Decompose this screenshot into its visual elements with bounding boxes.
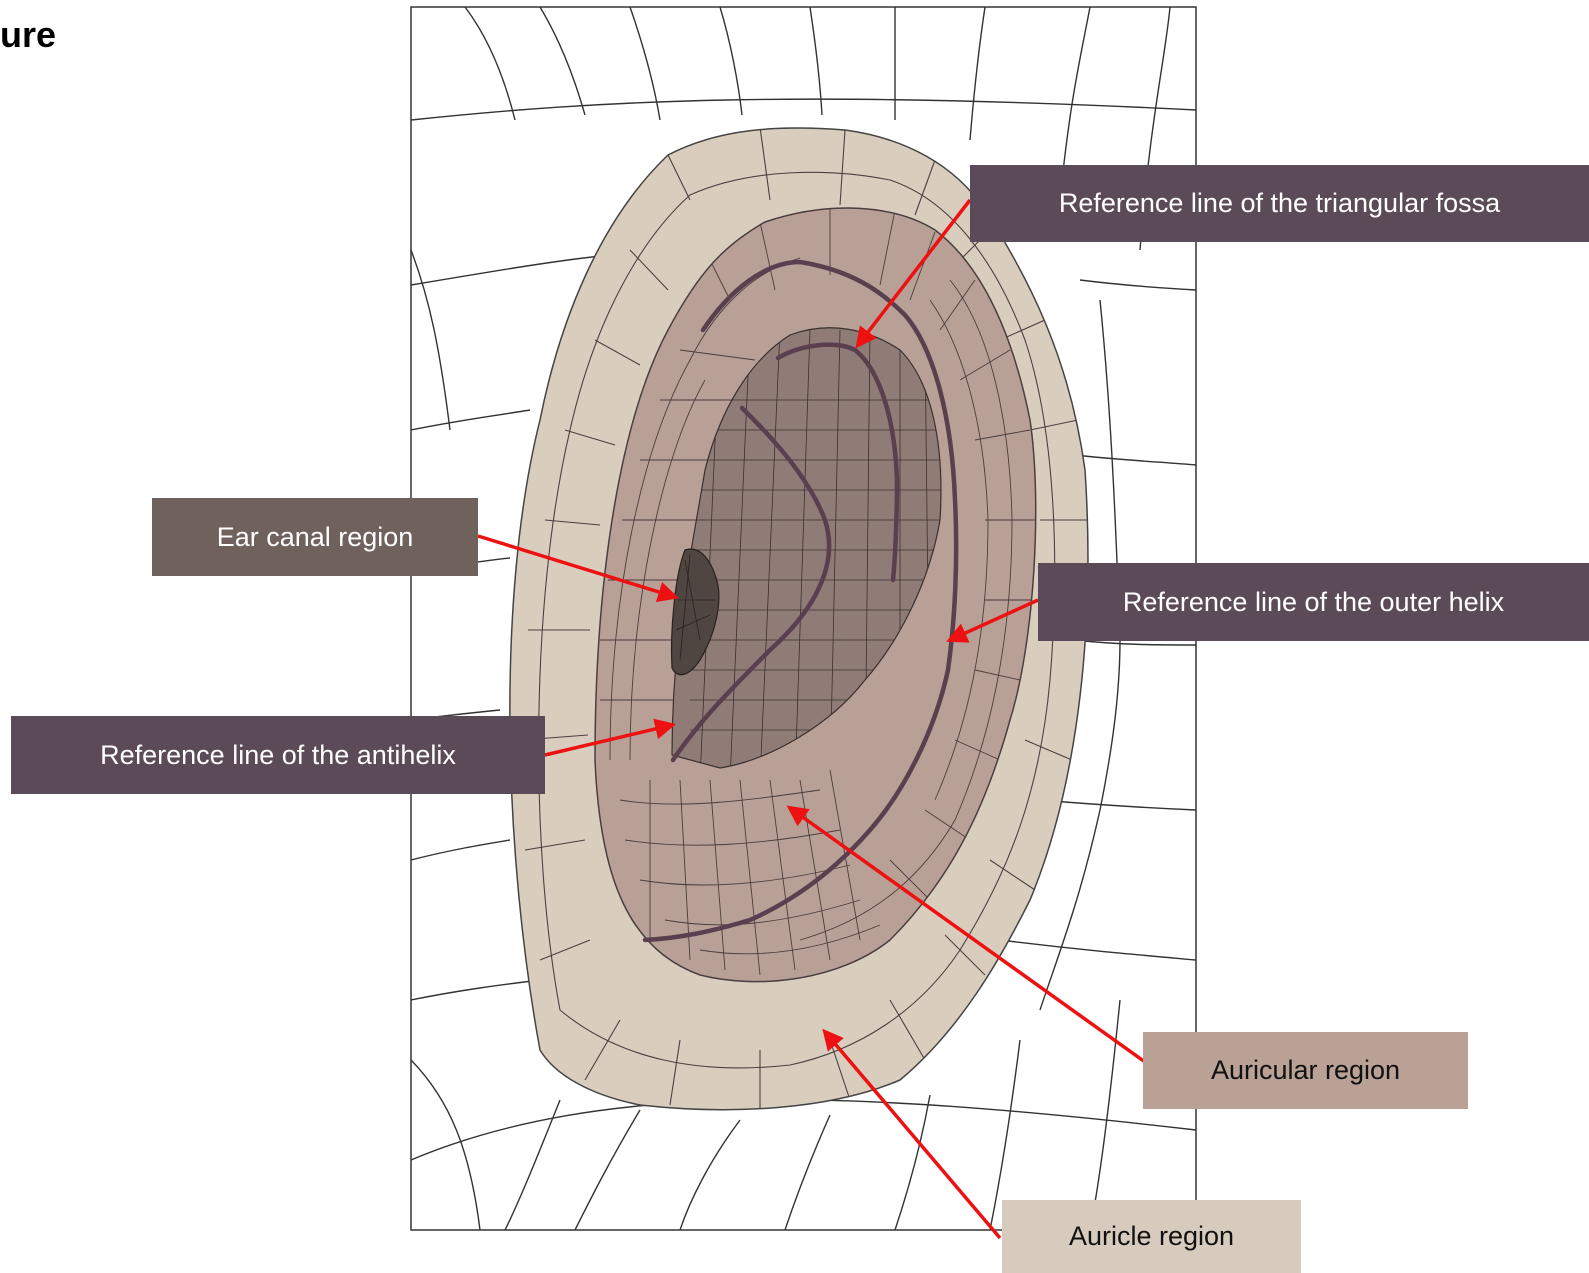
- arrow-antihelix: [544, 718, 677, 757]
- ear-canal-mesh: [675, 554, 715, 661]
- label-ear-canal: Ear canal region: [152, 498, 478, 576]
- label-antihelix: Reference line of the antihelix: [11, 716, 545, 794]
- outer-helix-reference-line: [642, 259, 959, 943]
- arrow-ear-canal: [477, 534, 680, 603]
- figure-title: ure: [0, 14, 57, 55]
- label-auricular-region: Auricular region: [1143, 1032, 1468, 1109]
- arrow-auricular: [786, 805, 1147, 1064]
- arrow-outer-helix: [946, 598, 1039, 643]
- label-triangular-fossa: Reference line of the triangular fossa: [970, 165, 1589, 242]
- triangular-fossa-reference-line: [775, 342, 900, 583]
- antihelix-reference-line: [670, 405, 832, 763]
- label-outer-helix: Reference line of the outer helix: [1038, 563, 1589, 641]
- callout-arrows: [477, 198, 1147, 1240]
- arrow-triangular-fossa: [855, 198, 972, 349]
- arrow-auricle: [822, 1028, 1002, 1240]
- label-auricle-region: Auricle region: [1002, 1200, 1301, 1273]
